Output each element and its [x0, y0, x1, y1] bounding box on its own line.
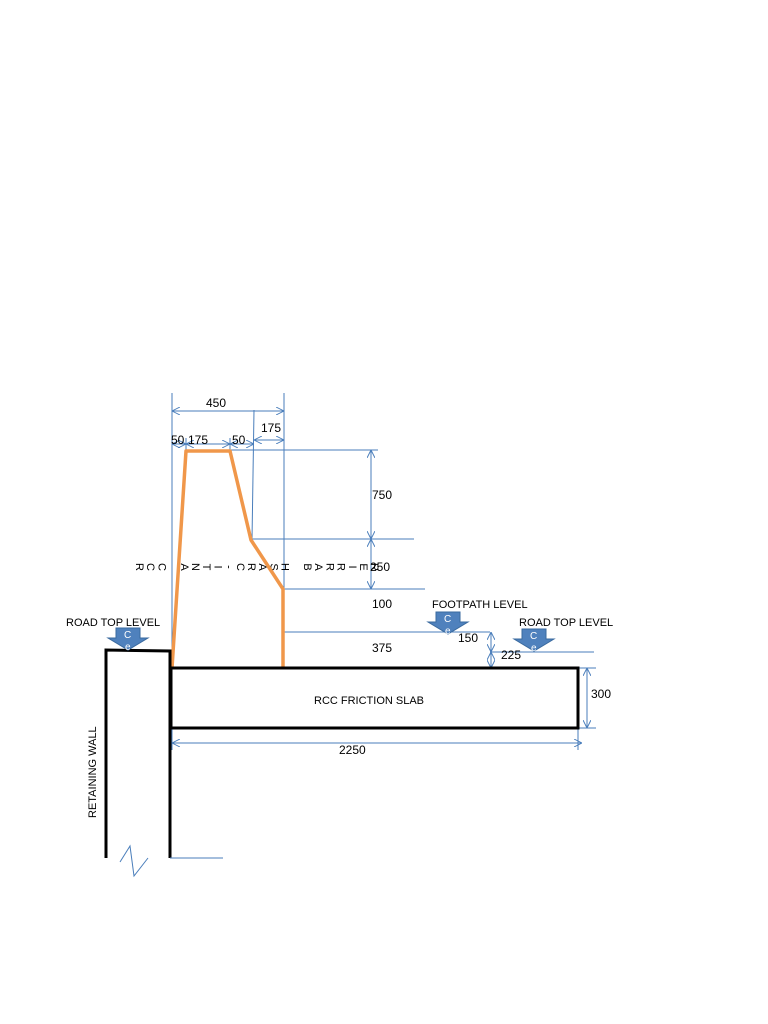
barrier-label-letter: C — [144, 563, 156, 571]
barrier-label-letter: - — [223, 565, 235, 569]
barrier-label-letter: E — [357, 563, 369, 570]
dim-below-footpath: 375 — [372, 641, 392, 655]
break-symbol — [119, 844, 149, 878]
dim-slab-thickness: 300 — [591, 687, 611, 701]
dimension-labels: 450 50 175 50 175 750 250 100 375 150 22… — [171, 396, 611, 757]
level-marker-middle-sub: e — [445, 626, 451, 637]
rcc-friction-slab — [169, 666, 580, 730]
level-marker-right-letter: C — [530, 631, 537, 642]
text-labels: FOOTPATH LEVEL ROAD TOP LEVEL ROAD TOP L… — [66, 599, 613, 818]
barrier-label-letter: R — [335, 563, 347, 571]
barrier-label-letter: C — [234, 563, 246, 571]
dim-top-left-offset: 50 — [171, 433, 185, 447]
level-marker-middle-letter: C — [444, 614, 451, 625]
barrier-label-letter: B — [301, 563, 313, 570]
barrier-label-letter: A — [312, 563, 324, 571]
barrier-label-letter: R — [368, 563, 380, 571]
level-marker-middle: C e — [426, 611, 470, 637]
footpath-level-label: FOOTPATH LEVEL — [432, 599, 528, 611]
dim-footpath-step: 150 — [458, 631, 478, 645]
barrier-label-letter: I — [211, 565, 223, 568]
retaining-wall-label: RETAINING WALL — [87, 726, 99, 818]
level-marker-right-sub: e — [531, 643, 537, 654]
dim-right-offset: 175 — [261, 421, 281, 435]
barrier-label-letter: R — [245, 563, 257, 571]
barrier-label-letter: I — [346, 565, 358, 568]
level-marker-left-sub: e — [125, 642, 131, 653]
barrier-label-letter: S — [267, 563, 279, 570]
crash-barrier-profile — [170, 449, 285, 669]
level-marker-left: C e — [106, 627, 150, 653]
barrier-label-letter: C — [155, 563, 167, 571]
retaining-wall-outline — [104, 648, 172, 858]
dim-upper-height: 750 — [372, 488, 392, 502]
road-top-level-right-label: ROAD TOP LEVEL — [519, 617, 613, 629]
road-top-level-left-label: ROAD TOP LEVEL — [66, 617, 160, 629]
level-marker-left-letter: C — [124, 630, 131, 641]
barrier-label-letter: T — [200, 564, 212, 571]
dim-road-step: 225 — [501, 648, 521, 662]
dim-top-right-offset: 50 — [232, 433, 246, 447]
level-marker-right: C e — [512, 628, 556, 654]
dim-slab-length: 2250 — [339, 743, 366, 757]
dim-middle-height: 250 — [370, 560, 390, 574]
barrier-label-letter: H — [279, 563, 291, 571]
dim-top-width: 175 — [188, 433, 208, 447]
dim-overall-top-width: 450 — [206, 396, 226, 410]
dim-lower-height: 100 — [372, 597, 392, 611]
barrier-label-letter: A — [178, 563, 190, 571]
structure — [104, 648, 580, 878]
barrier-label-letter: N — [189, 563, 201, 571]
slab-label: RCC FRICTION SLAB — [314, 695, 424, 707]
barrier-label-letter: R — [133, 563, 145, 571]
barrier-label-letter: R — [323, 563, 335, 571]
barrier-label-letter: A — [256, 563, 268, 571]
dimension-arrows — [172, 411, 587, 743]
